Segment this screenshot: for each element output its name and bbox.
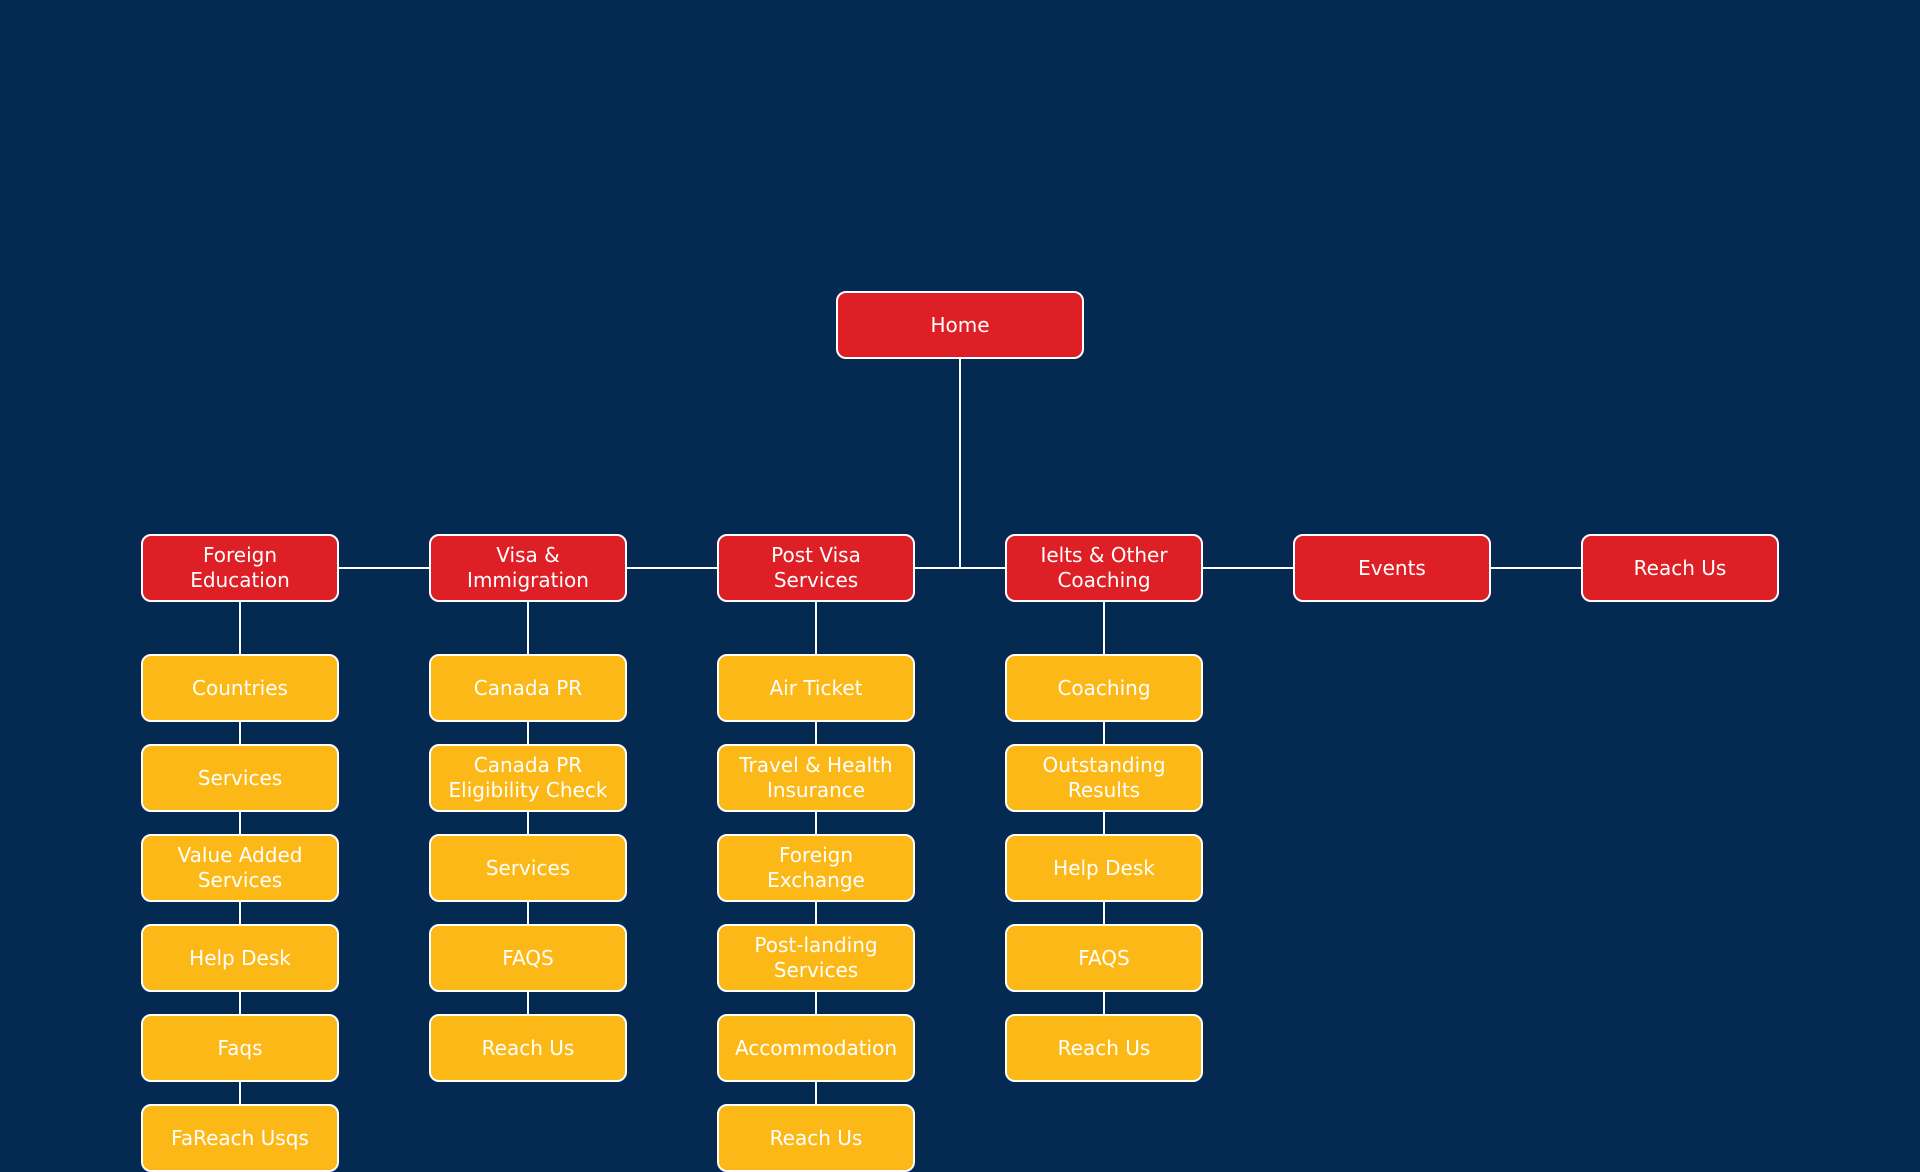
node-foreign-education-value-added-services[interactable]: Value Added Services (141, 834, 339, 902)
node-post-visa-services-accommodation[interactable]: Accommodation (717, 1014, 915, 1082)
node-post-visa-services-air-ticket[interactable]: Air Ticket (717, 654, 915, 722)
node-visa-immigration-faqs[interactable]: FAQS (429, 924, 627, 992)
node-visa-immigration-services[interactable]: Services (429, 834, 627, 902)
node-foreign-education-faqs[interactable]: Faqs (141, 1014, 339, 1082)
node-visa-immigration-canada-pr[interactable]: Canada PR (429, 654, 627, 722)
node-visa-immigration-reach-us[interactable]: Reach Us (429, 1014, 627, 1082)
node-foreign-education-services[interactable]: Services (141, 744, 339, 812)
node-ielts-other-coaching[interactable]: Ielts & Other Coaching (1005, 534, 1203, 602)
node-post-visa-services-post-landing-services[interactable]: Post-landing Services (717, 924, 915, 992)
node-visa-immigration-canada-pr-eligibility-check[interactable]: Canada PR Eligibility Check (429, 744, 627, 812)
node-ielts-other-coaching-reach-us[interactable]: Reach Us (1005, 1014, 1203, 1082)
node-ielts-other-coaching-coaching[interactable]: Coaching (1005, 654, 1203, 722)
node-post-visa-services-travel-health-insurance[interactable]: Travel & Health Insurance (717, 744, 915, 812)
node-post-visa-services[interactable]: Post Visa Services (717, 534, 915, 602)
node-ielts-other-coaching-help-desk[interactable]: Help Desk (1005, 834, 1203, 902)
node-home[interactable]: Home (836, 291, 1084, 359)
node-post-visa-services-reach-us[interactable]: Reach Us (717, 1104, 915, 1172)
node-ielts-other-coaching-outstanding-results[interactable]: Outstanding Results (1005, 744, 1203, 812)
node-reach-us[interactable]: Reach Us (1581, 534, 1779, 602)
node-foreign-education-countries[interactable]: Countries (141, 654, 339, 722)
node-post-visa-services-foreign-exchange[interactable]: Foreign Exchange (717, 834, 915, 902)
node-foreign-education-help-desk[interactable]: Help Desk (141, 924, 339, 992)
node-visa-immigration[interactable]: Visa & Immigration (429, 534, 627, 602)
node-ielts-other-coaching-faqs[interactable]: FAQS (1005, 924, 1203, 992)
node-foreign-education[interactable]: Foreign Education (141, 534, 339, 602)
node-events[interactable]: Events (1293, 534, 1491, 602)
node-foreign-education-fareach-usqs[interactable]: FaReach Usqs (141, 1104, 339, 1172)
